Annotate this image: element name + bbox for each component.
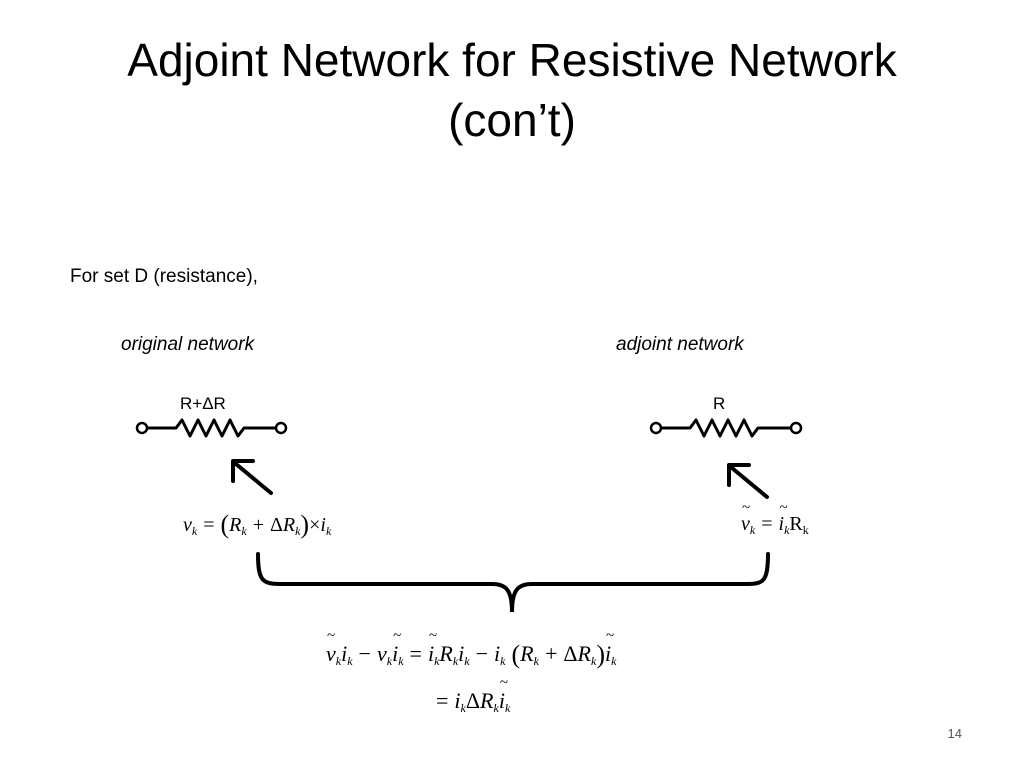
original-resistor-label: R+ΔR <box>180 394 226 413</box>
intro-text: For set D (resistance), <box>70 266 258 287</box>
equation-original: vk=(Rk+ΔRk)×ik <box>183 510 332 539</box>
original-resistor <box>135 418 288 438</box>
title-line-2: (con’t) <box>448 94 576 146</box>
equation-combined-1: vkik−vkik=ikRkik−ik(Rk+ΔRk)ik <box>326 628 616 670</box>
equation-combined-2: =ikΔRkik <box>436 675 510 716</box>
adjoint-resistor <box>649 418 803 438</box>
adjoint-network-label: adjoint network <box>616 334 744 355</box>
arrow-right <box>727 463 769 499</box>
slide-title: Adjoint Network for Resistive Network (c… <box>40 30 984 150</box>
arrow-left <box>231 459 273 495</box>
equation-adjoint: vk=ikRk <box>741 500 809 538</box>
title-line-1: Adjoint Network for Resistive Network <box>127 34 897 86</box>
page-number: 14 <box>947 726 962 741</box>
adjoint-resistor-label: R <box>713 394 726 413</box>
original-network-label: original network <box>121 334 255 355</box>
brace <box>256 552 770 613</box>
